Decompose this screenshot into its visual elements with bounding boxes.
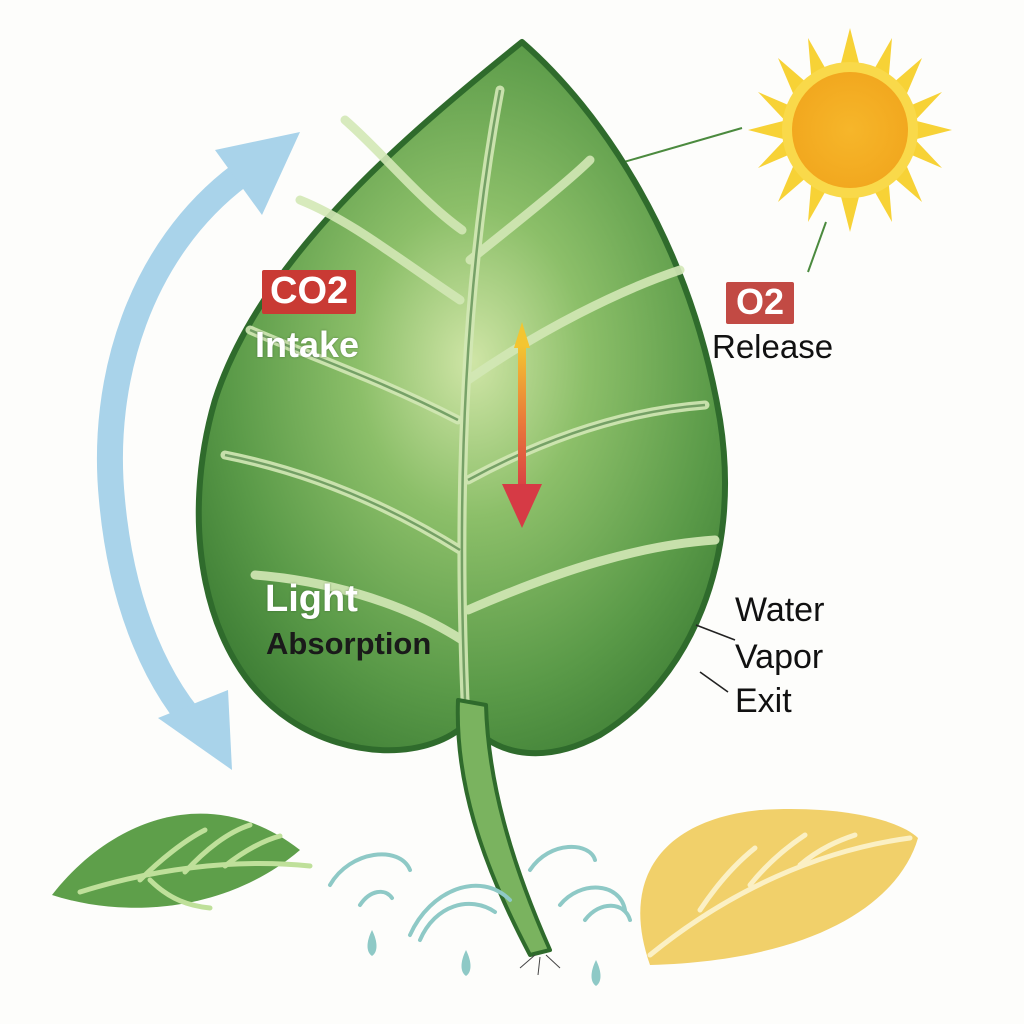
o2-tag: O2 (726, 282, 795, 324)
water-drops-icon (328, 845, 632, 986)
absorption-label: Absorption (266, 626, 432, 661)
water-leader-lines (695, 624, 736, 693)
water-label: Water (735, 591, 825, 629)
main-leaf (195, 39, 729, 976)
co2-tag: CO2 (262, 270, 357, 314)
green-leaf-icon (52, 813, 313, 911)
down-arrow-icon (502, 322, 542, 528)
yellow-leaf-icon (640, 809, 918, 965)
sun-icon (748, 28, 952, 232)
o2-release-label: Release (712, 328, 834, 365)
exit-label: Exit (735, 682, 792, 720)
leaf-stem (455, 698, 552, 957)
cycle-arrow-icon (96, 132, 300, 770)
root-hairs (519, 954, 561, 976)
vapor-label: Vapor (735, 638, 824, 676)
co2-intake-label: Intake (255, 324, 360, 365)
light-label: Light (265, 578, 358, 620)
